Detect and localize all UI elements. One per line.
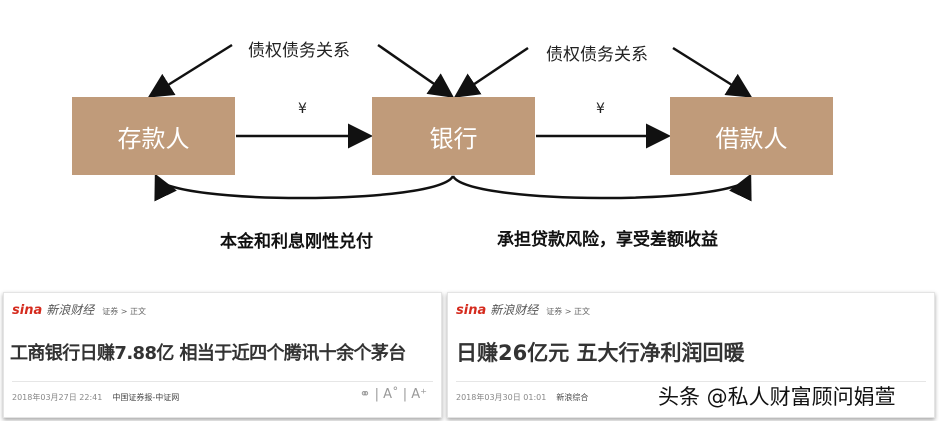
article-source[interactable]: 新浪综合 bbox=[556, 393, 589, 402]
headphones-icon[interactable]: ⚭ bbox=[359, 387, 371, 402]
breadcrumb[interactable]: 证券 > 正文 bbox=[546, 307, 591, 316]
article-source[interactable]: 中国证券报-中证网 bbox=[112, 393, 180, 402]
article-title[interactable]: 工商银行日赚7.88亿 相当于近四个腾讯十余个茅台 bbox=[10, 343, 406, 364]
divider bbox=[456, 381, 926, 382]
arrow-bank-to-depositor-curve bbox=[154, 173, 455, 202]
font-smaller-icon[interactable]: A˚ bbox=[383, 387, 399, 402]
relation-label-right: 债权债务关系 bbox=[546, 45, 648, 65]
relation-label-left: 债权债务关系 bbox=[248, 41, 350, 61]
brand-mark: sina bbox=[456, 303, 487, 318]
arrow-relation2-to-borrower bbox=[672, 46, 753, 98]
article-date: 2018年03月27日 22:41 bbox=[12, 393, 103, 402]
watermark: 头条 @私人财富顾问娟萱 bbox=[658, 385, 896, 409]
money-label-left: ¥ bbox=[298, 101, 307, 117]
arrow-bank-to-borrower-curve bbox=[451, 173, 752, 202]
arrow-relation-to-bank bbox=[377, 43, 455, 98]
caption-left: 本金和利息刚性兑付 bbox=[220, 232, 373, 252]
arrow-relation2-to-bank bbox=[453, 46, 529, 98]
arrow-relation-to-depositor bbox=[147, 43, 233, 98]
site-name: 新浪财经 bbox=[490, 303, 539, 317]
breadcrumb[interactable]: 证券 > 正文 bbox=[102, 307, 147, 316]
article-title[interactable]: 日赚26亿元 五大行净利润回暖 bbox=[456, 341, 745, 365]
site-name: 新浪财经 bbox=[46, 303, 95, 317]
node-bank: 银行 bbox=[372, 97, 535, 175]
caption-right: 承担贷款风险，享受差额收益 bbox=[497, 230, 718, 250]
arrows bbox=[147, 43, 753, 202]
article-date: 2018年03月30日 01:01 bbox=[456, 393, 547, 402]
font-larger-icon[interactable]: A⁺ bbox=[411, 387, 427, 402]
brand-mark: sina bbox=[12, 303, 43, 318]
node-depositor: 存款人 bbox=[72, 97, 235, 175]
money-label-right: ¥ bbox=[596, 101, 605, 117]
node-borrower: 借款人 bbox=[670, 97, 833, 175]
divider bbox=[12, 381, 433, 382]
